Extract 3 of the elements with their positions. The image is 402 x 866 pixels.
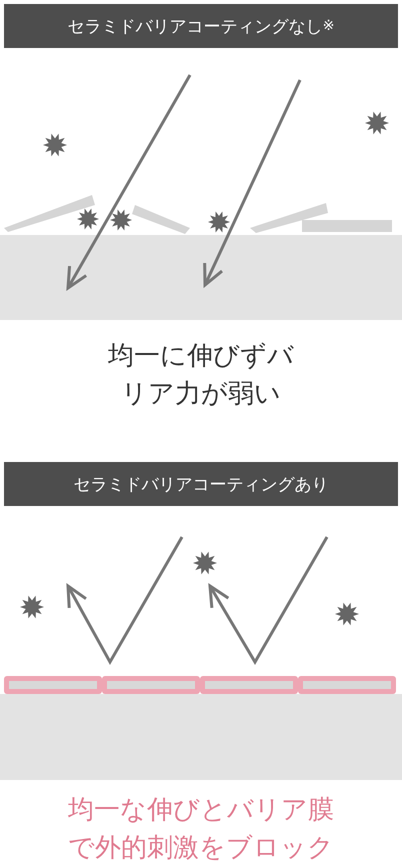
caption-text: 均一な伸びとバリア膜で外的刺激をブロック: [67, 794, 335, 865]
header-bar: セラミドバリアコーティングあり: [4, 462, 398, 506]
caption-text: 均一に伸びずバリア力が弱い: [107, 340, 295, 411]
